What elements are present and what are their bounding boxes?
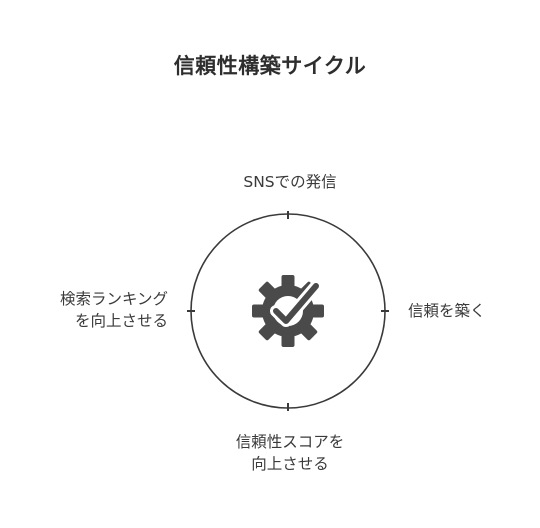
step-top-line-1: SNSでの発信	[243, 173, 337, 191]
step-right-line-1: 信頼を築く	[408, 302, 486, 320]
step-left-line-2: を向上させる	[74, 312, 168, 330]
step-label-bottom: 信頼性スコアを 向上させる	[170, 431, 410, 475]
step-bottom-line-2: 向上させる	[251, 455, 329, 473]
diagram-title: 信頼性構築サイクル	[173, 54, 367, 78]
step-left-line-1: 検索ランキング	[59, 290, 168, 308]
gear-check-icon	[252, 275, 324, 347]
step-label-top: SNSでの発信	[190, 171, 390, 193]
step-label-right: 信頼を築く	[408, 300, 486, 322]
step-bottom-line-1: 信頼性スコアを	[235, 433, 345, 451]
step-label-left: 検索ランキング を向上させる	[10, 288, 168, 332]
